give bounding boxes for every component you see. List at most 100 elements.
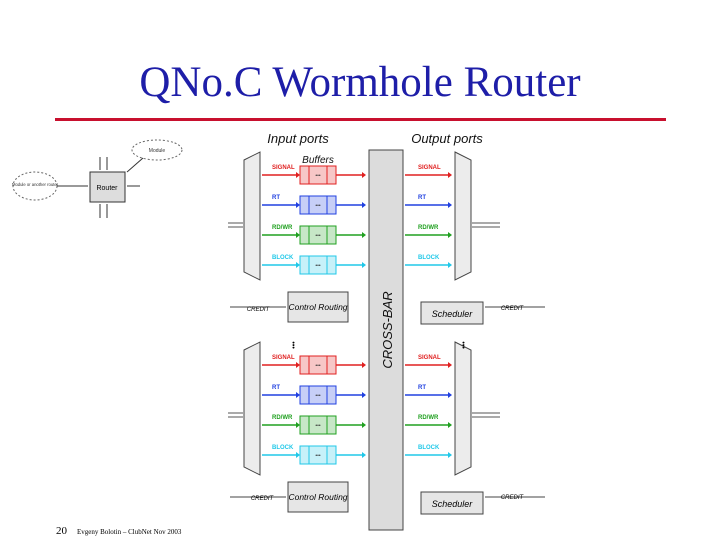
output-channel-label: RT	[418, 195, 426, 201]
buffer-queue: •••	[299, 385, 337, 405]
arrowhead-icon	[448, 202, 452, 208]
buffer-queue: •••	[299, 195, 337, 215]
buffers-label: Buffers	[302, 155, 334, 166]
output-channel-label: SIGNAL	[418, 355, 441, 361]
output-mux-top	[454, 151, 472, 281]
control-routing-top-label: Control Routing	[288, 302, 347, 312]
credit-label-out-top: CREDIT	[501, 306, 525, 312]
control-routing-bottom: Control Routing	[287, 481, 349, 513]
buffer-ellipsis: •••	[315, 423, 321, 429]
buffer-ellipsis: •••	[315, 393, 321, 399]
input-ports-label: Input ports	[267, 131, 329, 146]
input-channel-label: RT	[272, 385, 280, 391]
ellipsis-right: •••	[461, 341, 468, 349]
ellipsis-left: •••	[291, 341, 298, 349]
router-box-label: Router	[96, 185, 118, 192]
module-cloud: Module	[131, 139, 183, 161]
credit-label-in-top: CREDIT	[247, 307, 271, 313]
title-divider	[55, 118, 666, 121]
output-channel-label: BLOCK	[418, 255, 440, 261]
module-label: Module	[149, 148, 166, 154]
arrowhead-icon	[362, 422, 366, 428]
arrowhead-icon	[296, 422, 300, 428]
buffer-ellipsis: •••	[315, 363, 321, 369]
arrowhead-icon	[296, 452, 300, 458]
buffer-queue: •••	[299, 415, 337, 435]
channel-signal-top: SIGNAL ••• SIGNAL	[262, 165, 452, 185]
arrowhead-icon	[362, 262, 366, 268]
output-channel-label: RD/WR	[418, 225, 439, 231]
arrowhead-icon	[448, 362, 452, 368]
output-channel-label: SIGNAL	[418, 165, 441, 171]
input-arrows	[228, 222, 243, 418]
channel-rd-wr-bottom: RD/WR ••• RD/WR	[262, 415, 452, 435]
arrowhead-icon	[448, 422, 452, 428]
buffer-queue: •••	[299, 355, 337, 375]
crossbar: CROSS-BAR	[368, 149, 404, 531]
arrowhead-icon	[362, 232, 366, 238]
arrowhead-icon	[362, 362, 366, 368]
arrowhead-icon	[362, 392, 366, 398]
credit-lines	[230, 306, 545, 498]
buffer-queue: •••	[299, 225, 337, 245]
arrowhead-icon	[448, 452, 452, 458]
output-arrows	[472, 222, 500, 418]
arrowhead-icon	[296, 262, 300, 268]
scheduler-bottom: Scheduler	[420, 491, 484, 515]
buffer-ellipsis: •••	[315, 203, 321, 209]
buffer-ellipsis: •••	[315, 233, 321, 239]
output-channel-label: BLOCK	[418, 445, 440, 451]
input-mux-top	[243, 151, 261, 281]
input-channel-label: RT	[272, 195, 280, 201]
buffer-queue: •••	[299, 165, 337, 185]
credit-label-out-bottom: CREDIT	[501, 495, 525, 501]
arrowhead-icon	[448, 232, 452, 238]
arrowhead-icon	[448, 392, 452, 398]
router-box: Router	[89, 171, 126, 203]
channels-layer: SIGNAL ••• SIGNAL RT ••• RT RD/WR ••• RD/WR BLOCK…	[262, 165, 452, 465]
buffer-ellipsis: •••	[315, 453, 321, 459]
context-arrows	[57, 157, 144, 218]
input-channel-label: SIGNAL	[272, 165, 295, 171]
input-channel-label: RD/WR	[272, 225, 293, 231]
channel-block-bottom: BLOCK•••BLOCK	[262, 445, 452, 465]
control-routing-bottom-label: Control Routing	[288, 492, 347, 502]
arrowhead-icon	[296, 392, 300, 398]
footer-credit: Evgeny Bolotin – ClubNet Nov 2003	[77, 528, 182, 536]
channel-rd-wr-top: RD/WR ••• RD/WR	[262, 225, 452, 245]
arrowhead-icon	[296, 172, 300, 178]
credit-label-in-bottom: CREDIT	[251, 496, 275, 502]
channel-rt-top: RT ••• RT	[262, 195, 452, 215]
scheduler-top-label: Scheduler	[432, 309, 474, 319]
arrowhead-icon	[362, 202, 366, 208]
buffer-ellipsis: •••	[315, 263, 321, 269]
arrowhead-icon	[448, 262, 452, 268]
arrowhead-icon	[296, 362, 300, 368]
buffer-queue: •••	[299, 255, 337, 275]
output-mux-bottom	[454, 341, 472, 476]
scheduler-top: Scheduler	[420, 301, 484, 325]
slide-title: QNo.C Wormhole Router	[139, 59, 581, 106]
arrowhead-icon	[296, 202, 300, 208]
page-number: 20	[56, 525, 67, 537]
input-channel-label: BLOCK	[272, 255, 294, 261]
input-channel-label: RD/WR	[272, 415, 293, 421]
input-channel-label: SIGNAL	[272, 355, 295, 361]
output-channel-label: RD/WR	[418, 415, 439, 421]
channel-rt-bottom: RT ••• RT	[262, 385, 452, 405]
output-channel-label: RT	[418, 385, 426, 391]
scheduler-bottom-label: Scheduler	[432, 499, 474, 509]
output-ports-label: Output ports	[411, 131, 483, 146]
control-routing-top: Control Routing	[287, 291, 349, 323]
arrowhead-icon	[362, 452, 366, 458]
buffer-queue: •••	[299, 445, 337, 465]
arrowhead-icon	[362, 172, 366, 178]
channel-signal-bottom: SIGNAL ••• SIGNAL	[262, 355, 452, 375]
input-mux-bottom	[243, 341, 261, 476]
arrowhead-icon	[448, 172, 452, 178]
crossbar-label: CROSS-BAR	[380, 291, 395, 368]
neighbor-label: Module or another router	[12, 182, 59, 187]
channel-block-top: BLOCK ••• BLOCK	[262, 255, 452, 275]
